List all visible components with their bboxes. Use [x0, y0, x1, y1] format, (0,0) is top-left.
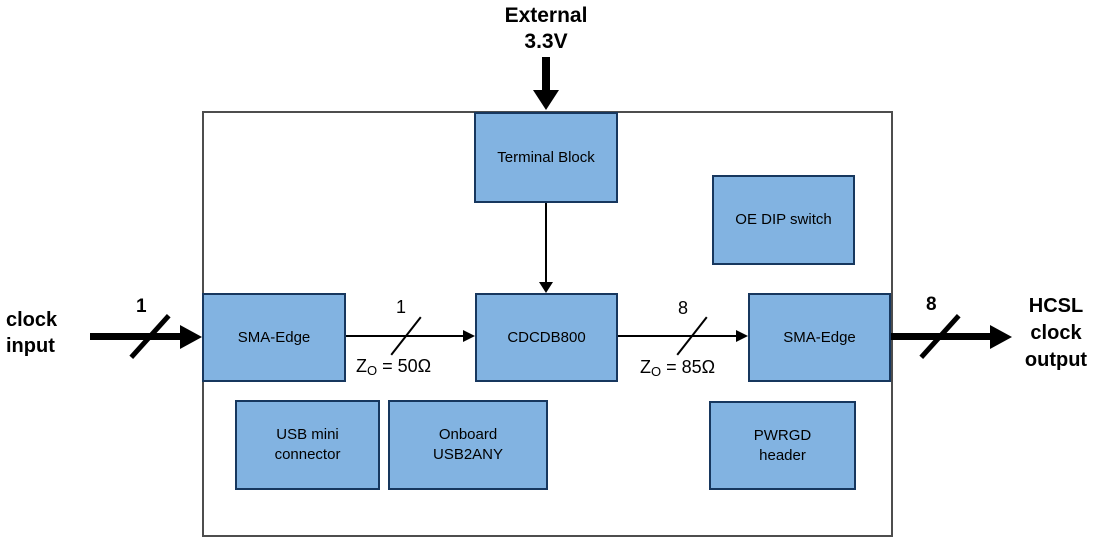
- block-onboard-usb2any: Onboard USB2ANY: [388, 400, 548, 490]
- cdcdb800-label: CDCDB800: [507, 328, 586, 346]
- chip-to-output-count: 8: [678, 298, 689, 318]
- oe-dip-switch-label: OE DIP switch: [735, 211, 832, 228]
- impedance-label-output: ZO = 85Ω: [640, 357, 716, 379]
- block-terminal-block: Terminal Block: [474, 112, 618, 203]
- supply-to-chip-line: [545, 203, 547, 283]
- clock-input-line1: clock: [6, 309, 58, 331]
- block-sma-edge-input: SMA-Edge: [202, 293, 346, 382]
- usb-mini-line2: connector: [274, 446, 341, 463]
- onboard-usb2any-line2: USB2ANY: [432, 446, 504, 463]
- block-oe-dip-switch: OE DIP switch: [712, 175, 855, 265]
- input-to-chip-count: 1: [396, 297, 407, 317]
- clock-output-label: HCSL clock output: [1012, 293, 1100, 374]
- pwrgd-header-line2: header: [759, 446, 806, 464]
- pwrgd-header-line1: PWRGD: [753, 426, 812, 444]
- input-to-chip-arrowhead-icon: [463, 330, 475, 342]
- impedance-out-subscript: O: [651, 364, 662, 379]
- impedance-in-value: = 50Ω: [382, 356, 432, 376]
- supply-to-chip-arrowhead-icon: [539, 282, 553, 293]
- block-pwrgd-header: PWRGD header: [709, 401, 856, 490]
- input-bus-count: 1: [136, 296, 147, 317]
- impedance-in-subscript: O: [367, 363, 378, 378]
- sma-edge-output-label: SMA-Edge: [783, 328, 856, 346]
- block-sma-edge-output: SMA-Edge: [748, 293, 891, 382]
- clock-output-line3: output: [1024, 349, 1088, 371]
- clock-input-line2: input: [6, 335, 55, 357]
- impedance-in-symbol: Z: [356, 356, 367, 376]
- output-bus-count: 8: [926, 294, 937, 315]
- external-supply-arrow-shaft: [542, 57, 550, 92]
- input-arrowhead-icon: [180, 325, 202, 349]
- block-usb-mini-connector: USB mini connector: [235, 400, 380, 490]
- clock-input-label: clock input: [6, 307, 86, 359]
- external-supply-arrowhead-icon: [533, 90, 559, 110]
- input-arrow-shaft: [90, 333, 182, 340]
- impedance-out-value: = 85Ω: [666, 357, 716, 377]
- impedance-out-symbol: Z: [640, 357, 651, 377]
- external-supply-line1: External: [504, 4, 588, 27]
- output-arrowhead-icon: [990, 325, 1012, 349]
- external-supply-line2: 3.3V: [524, 30, 568, 53]
- chip-to-output-arrowhead-icon: [736, 330, 748, 342]
- external-supply-label: External 3.3V: [466, 3, 626, 55]
- chip-to-output-line: [618, 335, 736, 337]
- onboard-usb2any-line1: Onboard: [438, 426, 498, 443]
- clock-output-line2: clock: [1030, 322, 1082, 344]
- terminal-block-label: Terminal Block: [497, 148, 595, 166]
- usb-mini-line1: USB mini: [276, 426, 339, 443]
- sma-edge-input-label: SMA-Edge: [237, 328, 311, 346]
- block-cdcdb800: CDCDB800: [475, 293, 618, 382]
- impedance-label-input: ZO = 50Ω: [356, 356, 432, 378]
- clock-output-line1: HCSL: [1028, 295, 1084, 317]
